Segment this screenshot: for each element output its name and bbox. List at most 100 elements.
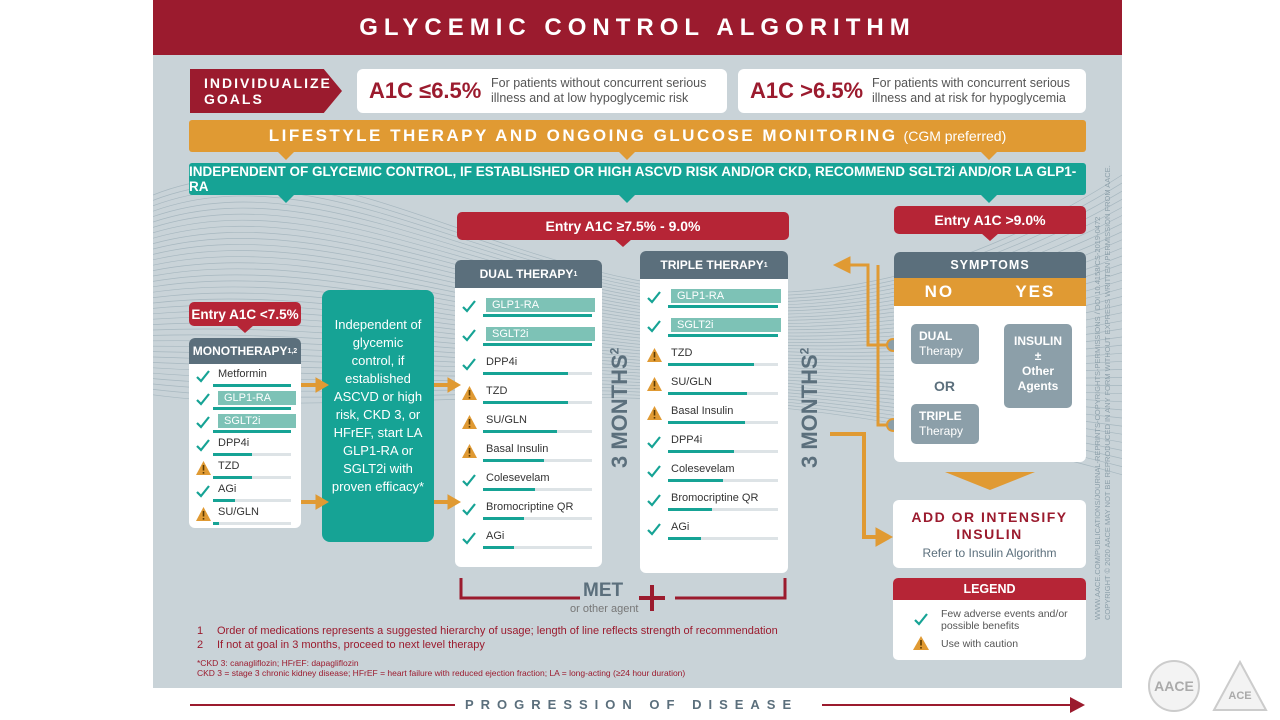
med-row: GLP1-RA [455,296,602,320]
arrow-head [315,494,329,510]
med-row: SGLT2i [455,325,602,349]
strength-track [668,479,778,482]
med-label: AGi [671,521,690,533]
notch [618,194,636,203]
legend-check-text: Few adverse events and/or possible benef… [941,608,1068,632]
caution-icon [646,405,662,421]
check-icon [195,437,211,453]
med-row: DPP4i [640,432,788,456]
med-row: Colesevelam [455,470,602,494]
med-row: Bromocriptine QR [640,490,788,514]
med-row: DPP4i [455,354,602,378]
med-label: Colesevelam [671,463,735,475]
strength-track [483,517,592,520]
med-label: Bromocriptine QR [671,492,759,504]
check-icon [646,521,662,537]
goal-high-desc: For patients with concurrent serious ill… [872,76,1071,105]
med-row: AGi [640,519,788,543]
notch [980,151,998,160]
notch [618,151,636,160]
caution-icon [646,376,662,392]
strength-bar [213,522,220,525]
arrow-head [875,527,894,547]
met-sub: or other agent [570,603,639,615]
legend-caution-text: Use with caution [941,638,1019,650]
notch [981,233,999,241]
med-row: AGi [189,481,301,505]
med-label: DPP4i [218,437,250,449]
dual-header-label: DUAL THERAPY [479,267,574,281]
check-icon [646,492,662,508]
ace-logo: ACE [1212,659,1268,712]
check-icon [195,391,211,407]
insulin-sub: Refer to Insulin Algorithm [922,546,1057,560]
check-icon [461,472,477,488]
mono-header-sup: 1,2 [287,347,298,355]
page-title: GLYCEMIC CONTROL ALGORITHM [153,0,1122,55]
arrow-head [315,377,329,393]
med-label: SU/GLN [671,376,712,388]
progression-label: PROGRESSION OF DISEASE [465,697,799,712]
strength-track [213,453,291,456]
med-label: TZD [671,347,693,359]
strength-track [668,537,778,540]
met-bracket-right [675,578,787,600]
check-icon [461,298,477,314]
med-label: TZD [218,460,240,472]
mono-header-label: MONOTHERAPY [192,344,288,358]
legend: LEGEND Few adverse events and/or possibl… [893,578,1086,660]
lifestyle-band: LIFESTYLE THERAPY AND ONGOING GLUCOSE MO… [189,120,1086,152]
med-label: TZD [486,385,508,397]
independent-banner: INDEPENDENT OF GLYCEMIC CONTROL, IF ESTA… [189,163,1086,195]
notch [614,239,632,247]
med-label: Colesevelam [486,472,550,484]
strength-bar [213,430,291,433]
goal-high-value: A1C >6.5% [750,78,864,103]
med-label: Metformin [218,368,267,380]
arrow-triple-insulin [830,432,878,539]
met-label: MET [583,580,624,601]
insulin-title: ADD OR INTENSIFY INSULIN [911,509,1068,542]
strength-track [483,488,592,491]
strength-bar [213,476,252,479]
check-icon [646,434,662,450]
or-label: OR [934,378,955,394]
triple-header-label: TRIPLE THERAPY [660,258,764,272]
symptoms-entry: Entry A1C >9.0% [894,206,1086,234]
med-row: SGLT2i [189,412,301,436]
strength-track [213,522,291,525]
med-label: AGi [218,483,237,495]
strength-bar [668,479,723,482]
goal-low-box: A1C ≤6.5% For patients without concurren… [357,69,727,113]
strength-bar [213,407,291,410]
strength-bar [213,384,291,387]
strength-bar [213,453,252,456]
symptoms-down-arrow [945,472,1035,490]
med-row: AGi [455,528,602,552]
notch [277,151,295,160]
med-label: DPP4i [671,434,703,446]
strength-bar [483,517,525,520]
lifestyle-note: (CGM preferred) [903,128,1007,144]
symptoms-header: SYMPTOMS [894,252,1086,278]
check-icon [646,289,662,305]
caution-icon [461,414,477,430]
check-icon [914,613,928,626]
aace-logo: AACE [1148,660,1200,712]
med-label: GLP1-RA [486,298,595,312]
strength-bar [668,421,745,424]
med-row: GLP1-RA [189,389,301,413]
progression-arrow [190,697,1085,713]
strength-bar [483,546,514,549]
med-row: TZD [189,458,301,482]
check-icon [195,414,211,430]
strength-bar [483,314,592,317]
